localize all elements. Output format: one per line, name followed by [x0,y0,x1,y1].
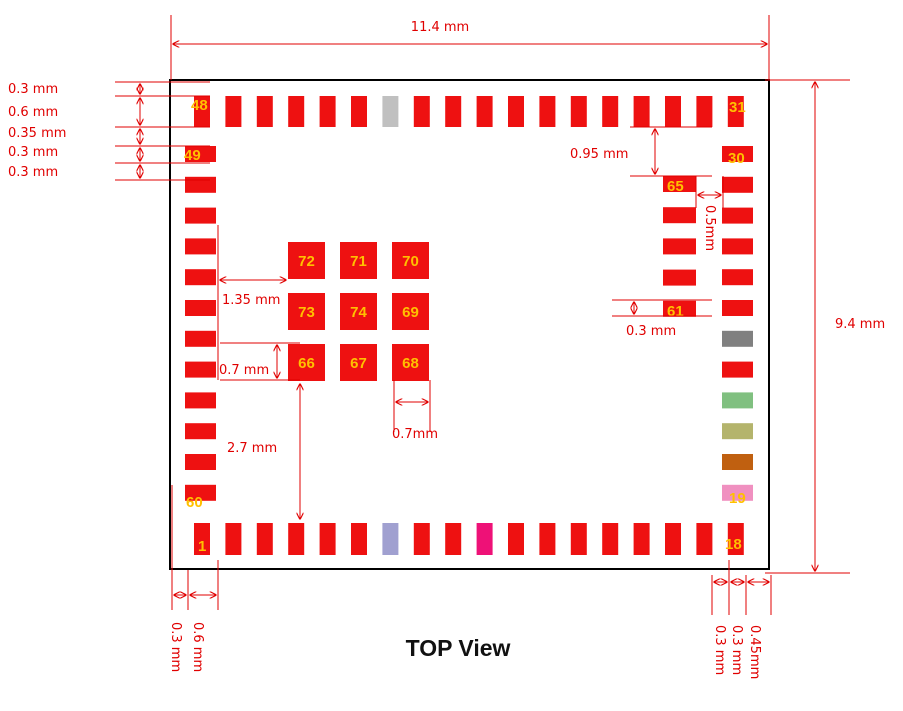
bottom-pad [288,523,304,555]
pin-label-30: 30 [728,150,745,167]
bottom-pad [539,523,555,555]
pin-label-1: 1 [198,538,206,555]
bottom-pad [351,523,367,555]
left-dim-label-1: 0.3 mm [8,82,58,97]
right-pad [722,362,753,378]
top-right-gap-label: 0.95 mm [570,147,628,162]
bottom-pad [571,523,587,555]
left-pad [185,423,216,439]
top-pad [445,96,461,127]
right-pad [722,269,753,285]
bottom-right-label-3: 0.45mm [747,625,762,679]
bottom-pad [602,523,618,555]
module-outline [170,80,769,569]
right-pad [722,177,753,193]
bottom-pad [696,523,712,555]
center-pad-label: 70 [402,253,419,270]
left-pad [185,362,216,378]
center-pad-label: 71 [350,253,367,270]
top-pad [696,96,712,127]
top-pad [257,96,273,127]
right-pad [722,238,753,254]
left-dim-label-4: 0.3 mm [8,145,58,160]
right-pad [722,300,753,316]
center-pad-grid: 72 71 70 73 74 69 66 67 68 [288,242,429,381]
left-pad [185,300,216,316]
small-pad-width-label: 0.3 mm [626,324,676,339]
pin-label-60: 60 [186,494,203,511]
top-pad [288,96,304,127]
center-pad-label: 69 [402,304,419,321]
pin-label-18: 18 [725,536,742,553]
center-pad-height-label: 0.7 mm [219,363,269,378]
bottom-pad [414,523,430,555]
top-pad [320,96,336,127]
top-pad [382,96,398,127]
center-pad-width-label: 0.7mm [392,427,438,442]
left-pad [185,392,216,408]
pin-label-48: 48 [191,97,208,114]
top-pad [665,96,681,127]
center-pad-label: 67 [350,355,367,372]
height-label: 9.4 mm [835,317,885,332]
left-pad [185,208,216,224]
right-pad [722,331,753,347]
left-pad [185,269,216,285]
bottom-pad [665,523,681,555]
small-pad-pitch-label: 0.5mm [702,205,717,251]
pin-label-31: 31 [729,99,746,116]
bottom-pad [445,523,461,555]
bottom-left-label-1: 0.3 mm [168,622,183,672]
bottom-pad [320,523,336,555]
center-pad-label: 72 [298,253,315,270]
bottom-right-label-2: 0.3 mm [729,625,744,675]
top-pad [477,96,493,127]
bottom-gap-label: 2.7 mm [227,441,277,456]
pin-label-49: 49 [184,147,201,164]
view-caption: TOP View [406,635,511,661]
inner-small-pad [663,238,696,254]
right-pad [722,423,753,439]
top-pad [508,96,524,127]
pin-label-19: 19 [729,490,746,507]
top-pad [602,96,618,127]
pin-label-65: 65 [667,178,684,195]
bottom-left-label-2: 0.6 mm [190,622,205,672]
top-pad [351,96,367,127]
bottom-right-label-1: 0.3 mm [712,625,727,675]
bottom-pad [508,523,524,555]
left-pad [185,177,216,193]
left-dim-label-2: 0.6 mm [8,105,58,120]
left-pad [185,331,216,347]
inner-small-pad [663,207,696,223]
bottom-pad [634,523,650,555]
center-offset-label: 1.35 mm [222,293,280,308]
top-pad [414,96,430,127]
right-pad [722,208,753,224]
bottom-pad [382,523,398,555]
center-pad-label: 74 [350,304,367,321]
top-pad [225,96,241,127]
bottom-pad [477,523,493,555]
left-pad [185,238,216,254]
top-pad [634,96,650,127]
top-pad [539,96,555,127]
right-pad [722,392,753,408]
right-pad [722,454,753,470]
center-pad-label: 66 [298,355,315,372]
center-pad-label: 68 [402,355,419,372]
left-pad [185,454,216,470]
top-pad [571,96,587,127]
pin-label-61: 61 [667,303,684,320]
bottom-pad [225,523,241,555]
left-dim-label-3: 0.35 mm [8,126,66,141]
left-dim-label-5: 0.3 mm [8,165,58,180]
width-label: 11.4 mm [411,20,469,35]
inner-small-pad [663,270,696,286]
bottom-pad [257,523,273,555]
center-pad-label: 73 [298,304,315,321]
